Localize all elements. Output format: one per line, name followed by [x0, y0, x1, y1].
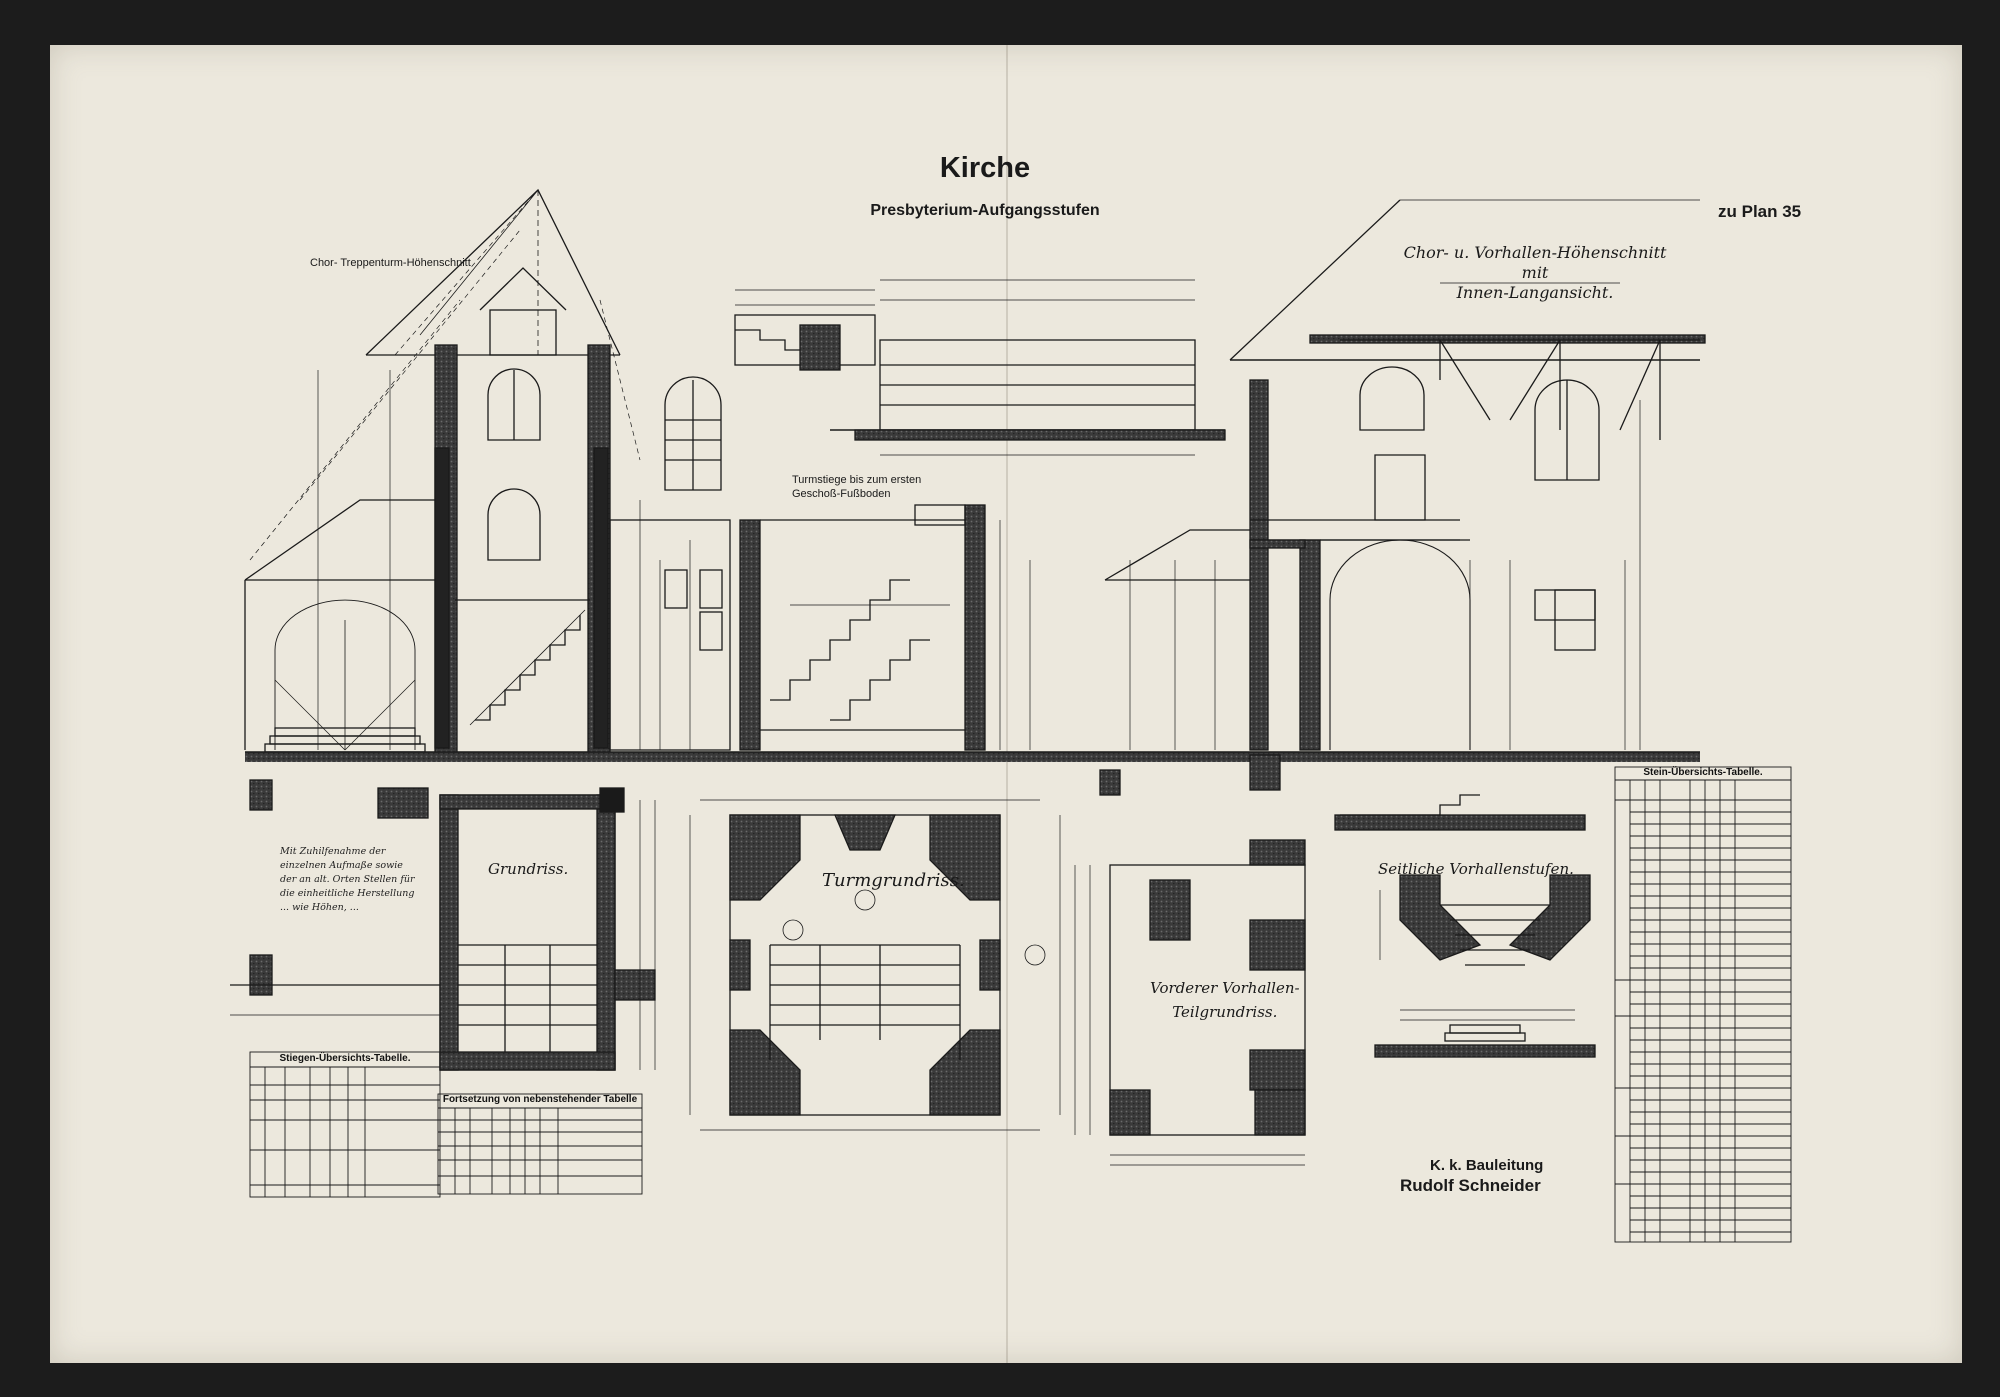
stein-table-title: Stein-Übersichts-Tabelle. [1643, 767, 1763, 778]
paper-sheet [50, 45, 1962, 1363]
step-detail-top [734, 279, 1226, 456]
turmgrundriss-label: Turmgrundriss. [822, 870, 965, 891]
grundriss-label: Grundriss. [488, 860, 569, 878]
fortsetzung-table-title: Fortsetzung von nebenstehender Tabelle [442, 1094, 638, 1105]
plan-reference: zu Plan 35 [1718, 202, 1802, 221]
stiegen-table-grid [249, 1051, 441, 1198]
chor-vorhallen-label: Chor- u. Vorhallen-Höhenschnitt mit Inne… [1403, 243, 1667, 302]
handwritten-note: Mit Zuhilfenahme der einzelnen Aufmaße s… [280, 846, 415, 913]
seitliche-vorhallenstufen-label: Seitliche Vorhallenstufen. [1378, 860, 1574, 878]
grundriss-plan [230, 779, 656, 1071]
turmstiege-section [739, 504, 1031, 751]
turmgrundriss-plan [689, 799, 1061, 1131]
vorderer-vorhallen-label: Vorderer Vorhallen- Teilgrundriss. [1150, 979, 1300, 1021]
chor-vorhallen-section [1104, 199, 1706, 751]
chor-treppenturm-section [244, 188, 731, 756]
signature-name: Rudolf Schneider [1400, 1176, 1541, 1195]
stein-table-grid [1614, 766, 1792, 1243]
center-fold [1006, 45, 1008, 1363]
seitliche-stufen-detail [1334, 794, 1596, 1058]
chor-treppenturm-label: Chor- Treppenturm-Höhenschnitt [310, 257, 471, 269]
sheet-title: Kirche [939, 152, 1031, 184]
turmstiege-label: Turmstiege bis zum ersten Geschoß-Fußbod… [792, 474, 922, 500]
signature-office: K. k. Bauleitung [1430, 1157, 1544, 1174]
sheet-subtitle: Presbyterium-Aufgangsstufen [870, 202, 1100, 219]
stiegen-table-title: Stiegen-Übersichts-Tabelle. [279, 1053, 411, 1064]
fortsetzung-table-grid [437, 1093, 643, 1195]
vorhallen-plan [1074, 754, 1306, 1166]
